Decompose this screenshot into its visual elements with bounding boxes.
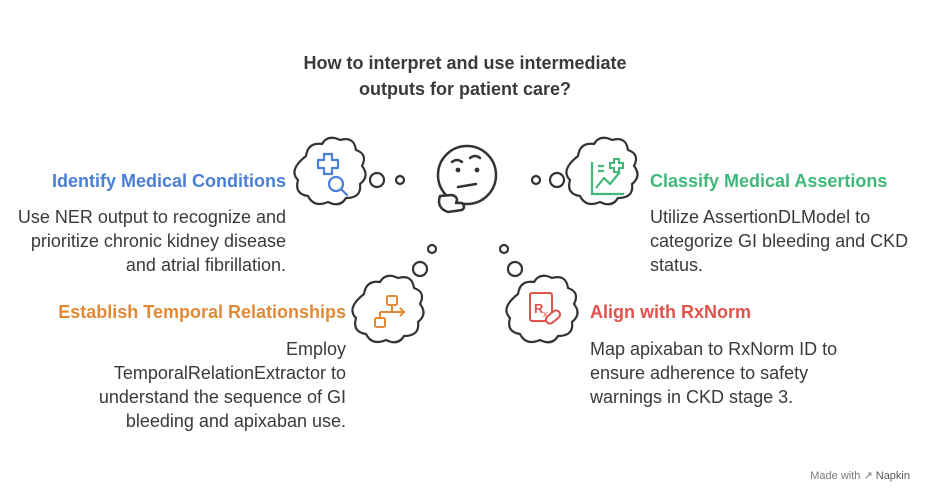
thought-trail-top-left <box>368 171 406 189</box>
item-description-rxnorm: Map apixaban to RxNorm ID to ensure adhe… <box>590 339 838 407</box>
item-heading-classify: Classify Medical Assertions <box>650 171 888 191</box>
item-description-identify: Use NER output to recognize and prioriti… <box>17 207 286 275</box>
thinking-face-icon <box>436 144 498 214</box>
thought-trail-bottom-right <box>498 243 524 278</box>
item-heading-identify: Identify Medical Conditions <box>51 171 286 191</box>
flowchart-icon <box>351 274 425 344</box>
item-heading-temporal: Establish Temporal Relationships <box>58 302 346 322</box>
thought-trail-bottom-left <box>411 243 438 278</box>
medical-search-icon <box>293 136 367 206</box>
svg-text:R: R <box>534 301 544 316</box>
diagram-title: How to interpret and use intermediate ou… <box>303 53 627 99</box>
item-description-classify: Utilize AssertionDLModel to categorize G… <box>650 207 909 275</box>
medical-chart-icon <box>565 136 639 206</box>
footer-prefix: Made with <box>810 470 861 482</box>
item-description-temporal: Employ TemporalRelationExtractor to unde… <box>98 339 346 431</box>
prescription-icon: R x <box>505 274 579 344</box>
thought-trail-top-right <box>530 171 566 189</box>
footer-brand: Napkin <box>875 470 910 482</box>
napkin-logo-icon: ↗ <box>863 470 873 482</box>
footer-credit: Made with ↗ Napkin <box>810 469 910 482</box>
item-heading-rxnorm: Align with RxNorm <box>590 302 751 322</box>
svg-text:x: x <box>543 309 548 319</box>
